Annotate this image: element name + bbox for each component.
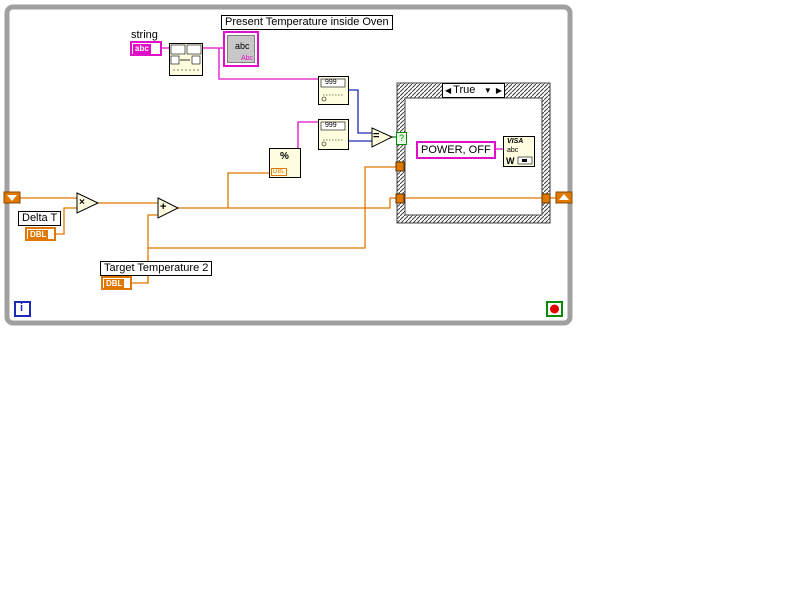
case-dropdown-icon[interactable]: ▼ bbox=[483, 86, 492, 95]
format-node-lower-text: 999 bbox=[325, 122, 337, 129]
case-tunnel-output[interactable] bbox=[541, 193, 551, 204]
visa-text: VISA bbox=[507, 138, 524, 145]
case-selector-terminal[interactable]: ? bbox=[396, 132, 407, 145]
power-off-constant[interactable]: POWER, OFF bbox=[416, 141, 496, 159]
multiply-glyph: × bbox=[79, 197, 85, 208]
delta-t-label: Delta T bbox=[18, 211, 62, 226]
right-shift-register[interactable] bbox=[555, 191, 573, 204]
case-next-icon[interactable]: ▶ bbox=[495, 86, 502, 95]
left-shift-register[interactable] bbox=[3, 191, 21, 204]
string-control-terminal[interactable]: abc bbox=[130, 41, 162, 56]
while-loop-border[interactable] bbox=[4, 4, 573, 326]
format-string-icon bbox=[170, 44, 202, 71]
equal-glyph: = bbox=[373, 130, 380, 142]
delta-t-terminal[interactable]: DBL bbox=[25, 227, 56, 241]
string-control-label: string bbox=[131, 29, 158, 41]
add-glyph: + bbox=[160, 201, 167, 213]
loop-condition-terminal[interactable] bbox=[546, 301, 563, 317]
case-prev-icon[interactable]: ◀ bbox=[445, 86, 452, 95]
temperature-indicator-terminal[interactable]: abc Abc bbox=[223, 31, 259, 67]
iteration-terminal[interactable] bbox=[14, 301, 31, 317]
visa-sub-text: abc bbox=[507, 147, 519, 154]
format-node-lower[interactable]: 999 bbox=[318, 119, 349, 150]
target-wire-stub bbox=[132, 277, 149, 284]
string-format-function[interactable] bbox=[169, 43, 203, 76]
case-tunnel-lower[interactable] bbox=[395, 193, 405, 204]
iteration-glyph: i bbox=[20, 302, 24, 314]
integer-wires bbox=[348, 89, 372, 142]
number-format-icon bbox=[320, 121, 346, 147]
percent-glyph: % bbox=[280, 151, 289, 162]
equal-function[interactable] bbox=[371, 127, 394, 148]
visa-write-icon: W bbox=[506, 156, 533, 166]
number-format-icon bbox=[320, 78, 346, 102]
format-value-function[interactable]: % DBL bbox=[269, 148, 301, 178]
delta-t-dbl: DBL bbox=[28, 230, 49, 240]
string-terminal-text: abc bbox=[133, 44, 151, 54]
indicator-label: Present Temperature inside Oven bbox=[221, 15, 393, 30]
add-function[interactable] bbox=[157, 197, 180, 219]
case-selector[interactable]: ◀ True ▼ ▶ bbox=[442, 83, 505, 98]
case-tunnel-upper[interactable] bbox=[395, 161, 405, 172]
target-temperature-label: Target Temperature 2 bbox=[100, 261, 213, 276]
format-node-upper[interactable]: 999 bbox=[318, 76, 349, 105]
visa-write-function[interactable]: VISA abc W bbox=[503, 136, 535, 167]
format-node-upper-text: 999 bbox=[325, 79, 337, 86]
case-selector-value: True bbox=[453, 84, 476, 96]
indicator-text: abc bbox=[235, 41, 250, 51]
target-temperature-terminal[interactable]: DBL bbox=[101, 276, 132, 290]
indicator-sub: Abc bbox=[240, 55, 253, 62]
multiply-function[interactable] bbox=[76, 192, 100, 214]
svg-text:W: W bbox=[506, 156, 515, 166]
target-dbl: DBL bbox=[104, 279, 125, 289]
numeric-wires bbox=[20, 166, 560, 283]
dbl-input-mark: DBL bbox=[271, 168, 287, 176]
